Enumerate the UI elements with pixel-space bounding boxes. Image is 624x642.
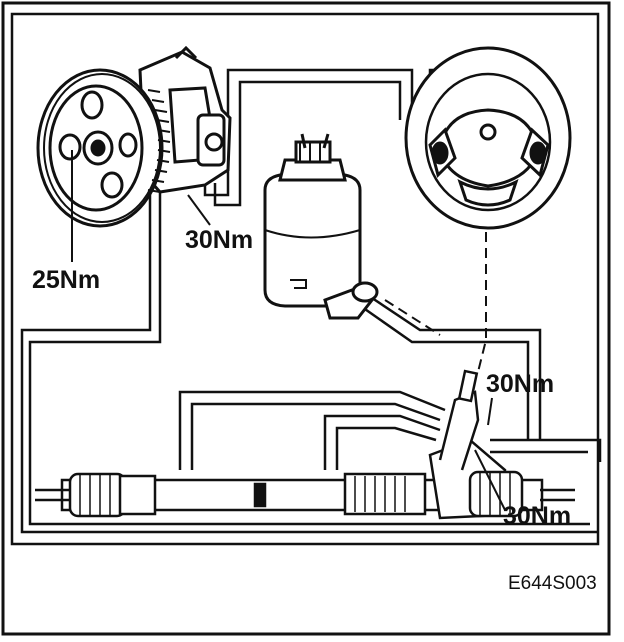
rack-upper-torque-label: 30Nm <box>486 370 554 398</box>
steering-rack <box>35 369 575 520</box>
pump-bracket-torque-label: 30Nm <box>185 226 253 254</box>
diagram-frame <box>1 1 611 636</box>
fluid-reservoir <box>263 133 379 320</box>
power-steering-pump <box>36 45 232 228</box>
figure-code: E644S003 <box>508 573 597 594</box>
drawing-area <box>10 12 600 546</box>
steering-wheel <box>404 46 572 230</box>
rack-lower-torque-label: 30Nm <box>503 502 571 530</box>
pump-pulley-torque-label: 25Nm <box>32 266 100 294</box>
reference-lines <box>384 200 487 373</box>
leader-lines <box>71 150 506 511</box>
